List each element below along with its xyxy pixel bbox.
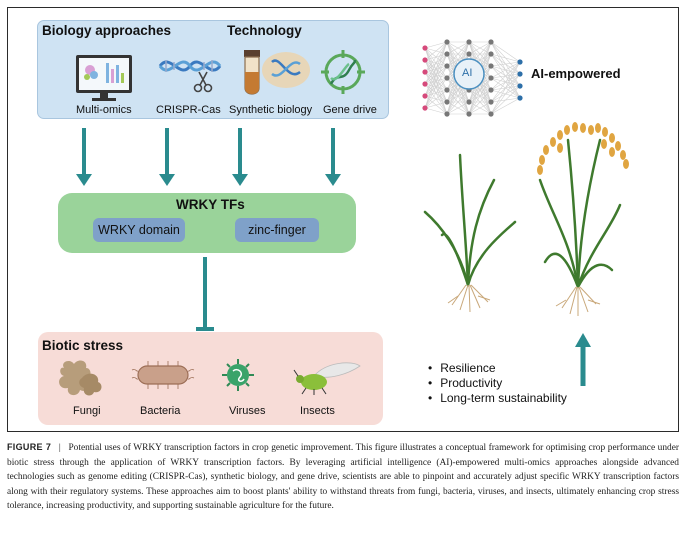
nn-node <box>444 63 450 69</box>
biotic-stress-title: Biotic stress <box>42 338 124 353</box>
nn-node <box>422 93 428 99</box>
nn-edge <box>490 61 521 67</box>
nn-edge <box>424 65 448 109</box>
nn-edge <box>446 89 470 115</box>
mature-rice-plant-icon <box>537 122 629 316</box>
nn-node <box>422 81 428 87</box>
stress-label-bacteria: Bacteria <box>140 405 181 417</box>
nn-edge <box>424 107 448 115</box>
nn-edge <box>446 41 470 67</box>
target-dna-icon <box>321 50 365 94</box>
figure-number: FIGURE 7 <box>7 442 52 452</box>
caption-text: Potential uses of WRKY transcription fac… <box>7 443 680 512</box>
monitor-icon <box>76 55 132 101</box>
nn-node <box>444 111 450 117</box>
ai-node-label: AI <box>462 67 473 79</box>
nn-node <box>466 99 472 105</box>
zinc-finger-pill: zinc-finger <box>235 218 319 242</box>
wrky-inhibits-stress-line <box>196 257 214 331</box>
outcome-productivity: Productivity <box>428 376 502 390</box>
nn-node <box>422 69 428 75</box>
nn-edge <box>424 41 448 73</box>
nn-node <box>444 39 450 45</box>
nn-edge <box>490 61 521 91</box>
figure-frame <box>7 7 679 432</box>
stress-label-insects: Insects <box>300 405 335 417</box>
figure-caption: FIGURE 7 | Potential uses of WRKY transc… <box>7 440 679 514</box>
nn-node <box>517 95 523 101</box>
nn-node <box>444 75 450 81</box>
nn-edge <box>490 61 521 103</box>
nn-edge <box>490 53 521 63</box>
nn-edge <box>468 89 492 115</box>
nn-edge <box>490 61 521 115</box>
nn-edge <box>424 77 448 109</box>
nn-node <box>488 111 494 117</box>
nn-edge <box>424 89 448 109</box>
nn-edge <box>424 41 448 85</box>
nn-edge <box>490 85 521 115</box>
tech-label-synthetic-biology: Synthetic biology <box>229 104 313 116</box>
young-rice-plant-icon <box>423 153 517 313</box>
nn-edge <box>490 61 521 79</box>
ai-node <box>453 58 485 90</box>
nn-node <box>444 51 450 57</box>
nn-node <box>488 99 494 105</box>
outcome-sustainability: Long-term sustainability <box>428 391 567 405</box>
wrky-title: WRKY TFs <box>176 197 245 212</box>
nn-edge <box>446 101 470 115</box>
fungi-icon <box>59 360 102 396</box>
nn-node <box>488 75 494 81</box>
nn-edge <box>468 65 492 115</box>
nn-node <box>488 87 494 93</box>
tech-label-gene-drive: Gene drive <box>323 104 377 116</box>
nn-edge <box>446 41 470 79</box>
nn-node <box>422 105 428 111</box>
ai-empowered-label: AI-empowered <box>531 66 621 81</box>
nn-edge <box>468 101 492 115</box>
nn-edge <box>424 41 448 49</box>
nn-edge <box>424 101 448 109</box>
nn-node <box>517 71 523 77</box>
nn-node <box>422 57 428 63</box>
outcome-resilience: Resilience <box>428 361 495 375</box>
nn-node <box>517 59 523 65</box>
insect-icon <box>293 362 361 395</box>
tech-to-wrky-arrows <box>76 128 341 186</box>
nn-node <box>488 51 494 57</box>
nn-edge <box>424 41 448 109</box>
tech-label-multi-omics: Multi-omics <box>76 104 132 116</box>
caption-separator: | <box>58 443 61 453</box>
stress-label-viruses: Viruses <box>229 405 266 417</box>
virus-icon <box>222 359 254 391</box>
nn-edge <box>490 73 521 115</box>
nn-edge <box>490 97 521 115</box>
tech-label-crispr: CRISPR-Cas <box>156 104 221 116</box>
nn-edge <box>446 41 470 55</box>
technology-title: Technology <box>227 23 302 38</box>
nn-node <box>488 63 494 69</box>
nn-edge <box>424 53 448 109</box>
nn-edge <box>490 41 521 63</box>
nn-edge <box>424 41 448 61</box>
dna-scissors-icon <box>158 60 222 93</box>
nn-node <box>444 87 450 93</box>
nn-node <box>444 99 450 105</box>
stress-label-fungi: Fungi <box>73 405 101 417</box>
test-tube-dna-icon <box>244 50 310 95</box>
nn-node <box>466 39 472 45</box>
bacteria-icon <box>131 361 195 389</box>
nn-edge <box>468 77 492 115</box>
biology-approaches-title: Biology approaches <box>42 23 172 38</box>
nn-node <box>517 83 523 89</box>
nn-node <box>466 111 472 117</box>
nn-node <box>488 39 494 45</box>
nn-edge <box>424 41 448 97</box>
nn-node <box>422 45 428 51</box>
nn-node <box>466 51 472 57</box>
wrky-domain-pill: WRKY domain <box>93 218 185 242</box>
nn-edge <box>468 41 492 55</box>
